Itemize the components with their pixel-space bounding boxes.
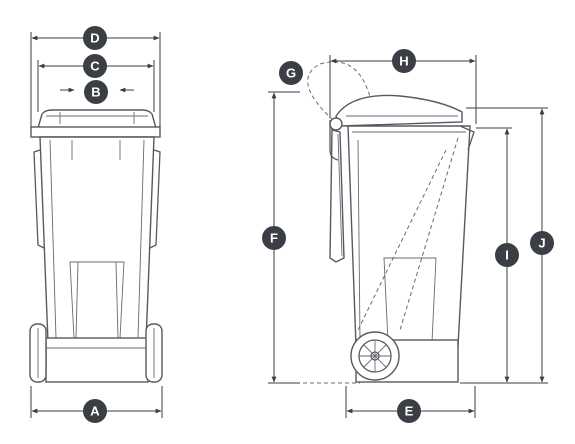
svg-text:C: C — [90, 59, 100, 74]
side-view-bin — [275, 61, 475, 384]
badge-c: C — [83, 54, 107, 78]
badge-g: G — [279, 61, 303, 85]
badge-d: D — [83, 26, 107, 50]
svg-text:F: F — [270, 231, 278, 246]
front-lid-rim — [30, 126, 161, 138]
front-view-bin — [29, 109, 163, 383]
svg-text:G: G — [286, 66, 296, 81]
front-base — [45, 337, 149, 383]
badge-b: B — [84, 80, 108, 104]
svg-text:E: E — [405, 404, 414, 419]
hinge — [329, 117, 343, 131]
svg-text:I: I — [505, 248, 509, 263]
badge-i: I — [495, 243, 519, 267]
badge-e: E — [397, 399, 421, 423]
svg-text:B: B — [91, 85, 100, 100]
svg-text:J: J — [538, 236, 545, 251]
badge-f: F — [262, 226, 286, 250]
svg-text:D: D — [90, 31, 99, 46]
badge-h: H — [392, 49, 416, 73]
svg-text:H: H — [399, 54, 408, 69]
badge-a: A — [83, 399, 107, 423]
side-lid — [335, 94, 463, 127]
side-open-lid — [329, 129, 345, 263]
front-dimension-lines — [30, 32, 163, 418]
front-body — [39, 136, 155, 343]
lid-swing-arc — [307, 61, 373, 121]
front-lid — [37, 109, 157, 129]
badge-j: J — [530, 231, 554, 255]
svg-text:A: A — [90, 404, 100, 419]
